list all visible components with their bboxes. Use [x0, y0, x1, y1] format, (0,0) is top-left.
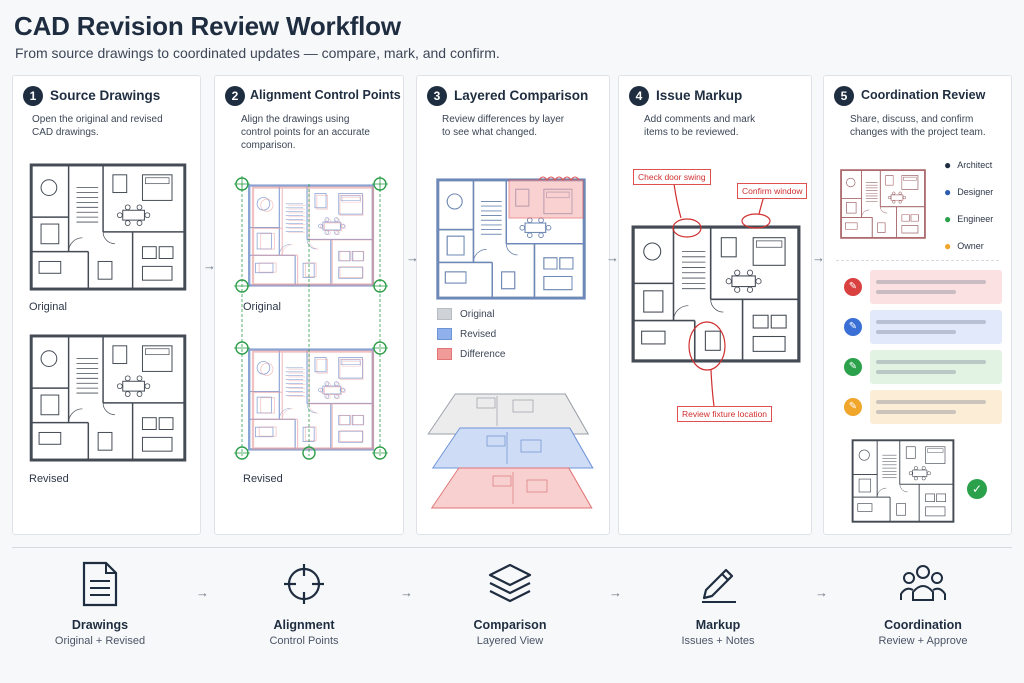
- layers-icon: [488, 563, 532, 603]
- callout-check-door-swing: Check door swing: [633, 169, 711, 185]
- team-icon: [900, 565, 946, 601]
- arrow-icon: →: [606, 250, 619, 265]
- summary-markup: Markup Issues + Notes: [638, 560, 798, 647]
- avatar: ✎: [844, 318, 862, 336]
- step-number: 1: [23, 86, 43, 106]
- step-title: Source Drawings: [50, 88, 161, 103]
- arrow-icon: →: [406, 250, 419, 265]
- step-number: 5: [834, 86, 854, 106]
- section-divider: [12, 547, 1012, 548]
- step-panel-alignment: 2 Alignment Control Points Align the dra…: [214, 75, 404, 535]
- summary-title: Alignment: [273, 618, 335, 632]
- comment-thread-item[interactable]: ✎: [836, 390, 1008, 424]
- user-icon: ●: [944, 185, 952, 199]
- participant-designer: ● Designer: [944, 185, 994, 199]
- legend-swatch: [437, 348, 452, 360]
- step-panel-coordination-review: 5 Coordination Review Share, discuss, an…: [823, 75, 1012, 535]
- callout-review-fixture-location: Review fixture location: [677, 406, 773, 422]
- step-panel-source-drawings: 1 Source Drawings Open the original and …: [12, 75, 201, 535]
- markup-clouds: [672, 183, 771, 407]
- legend-item-difference: Difference: [437, 348, 505, 360]
- summary-subtitle: Control Points: [269, 635, 339, 647]
- comment-box: [870, 310, 1002, 344]
- separator: [836, 260, 999, 261]
- arrow-icon: →: [609, 585, 622, 600]
- participant-engineer: ● Engineer: [944, 212, 994, 226]
- step-number: 2: [225, 86, 245, 106]
- original-label: Original: [29, 301, 67, 313]
- difference-highlight: [508, 176, 584, 219]
- comment-thread-item[interactable]: ✎: [836, 270, 1008, 304]
- summary-coordination: Coordination Review + Approve: [843, 560, 1003, 647]
- page-subtitle: From source drawings to coordinated upda…: [15, 45, 500, 61]
- summary-title: Comparison: [473, 618, 547, 632]
- approved-check-icon: ✓: [967, 479, 987, 499]
- step-title: Issue Markup: [656, 88, 743, 103]
- shared-plan-markup: [840, 159, 926, 249]
- step-number: 4: [629, 86, 649, 106]
- avatar: ✎: [844, 278, 862, 296]
- legend-swatch: [437, 328, 452, 340]
- comment-thread-item[interactable]: ✎: [836, 350, 1008, 384]
- summary-subtitle: Review + Approve: [878, 635, 968, 647]
- summary-title: Drawings: [71, 618, 129, 632]
- arrow-icon: →: [400, 585, 413, 600]
- comment-box: [870, 350, 1002, 384]
- legend-swatch: [437, 308, 452, 320]
- summary-subtitle: Original + Revised: [54, 635, 146, 647]
- original-label: Original: [243, 301, 281, 313]
- comment-box: [870, 270, 1002, 304]
- user-icon: ●: [944, 158, 952, 172]
- summary-drawings: Drawings Original + Revised: [20, 560, 180, 647]
- summary-title: Coordination: [884, 618, 962, 632]
- approved-floor-plan: [850, 439, 956, 523]
- participant-architect: ● Architect: [944, 158, 993, 172]
- revised-label: Revised: [243, 473, 283, 485]
- user-icon: ●: [944, 212, 952, 226]
- avatar: ✎: [844, 358, 862, 376]
- arrow-icon: →: [815, 585, 828, 600]
- layer-stack-illustration: [427, 393, 594, 509]
- crosshair-icon: [284, 564, 324, 604]
- arrow-icon: →: [196, 585, 209, 600]
- arrow-icon: →: [203, 258, 216, 273]
- control-point-guides: [234, 176, 388, 460]
- pencil-icon: [702, 568, 736, 603]
- original-floor-plan: [27, 163, 189, 291]
- page-title: CAD Revision Review Workflow: [14, 11, 401, 41]
- comment-box: [870, 390, 1002, 424]
- summary-subtitle: Layered View: [476, 635, 544, 647]
- legend-item-revised: Revised: [437, 328, 496, 340]
- user-icon: ●: [944, 239, 952, 253]
- participant-owner: ● Owner: [944, 239, 984, 253]
- document-icon: [82, 561, 118, 607]
- summary-title: Markup: [695, 618, 741, 632]
- step-title: Coordination Review: [861, 88, 986, 102]
- step-title: Alignment Control Points: [250, 88, 401, 102]
- step-panel-layered-comparison: 3 Layered Comparison Review differences …: [416, 75, 610, 535]
- arrow-icon: →: [812, 250, 825, 265]
- summary-alignment: Alignment Control Points: [224, 560, 384, 647]
- comment-thread-item[interactable]: ✎: [836, 310, 1008, 344]
- revised-label: Revised: [29, 473, 69, 485]
- legend-item-original: Original: [437, 308, 494, 320]
- summary-subtitle: Issues + Notes: [681, 635, 755, 647]
- step-title: Layered Comparison: [454, 88, 589, 103]
- step-number: 3: [427, 86, 447, 106]
- avatar: ✎: [844, 398, 862, 416]
- callout-confirm-window: Confirm window: [737, 183, 808, 199]
- summary-comparison: Comparison Layered View: [430, 560, 590, 647]
- revised-floor-plan: [27, 334, 189, 462]
